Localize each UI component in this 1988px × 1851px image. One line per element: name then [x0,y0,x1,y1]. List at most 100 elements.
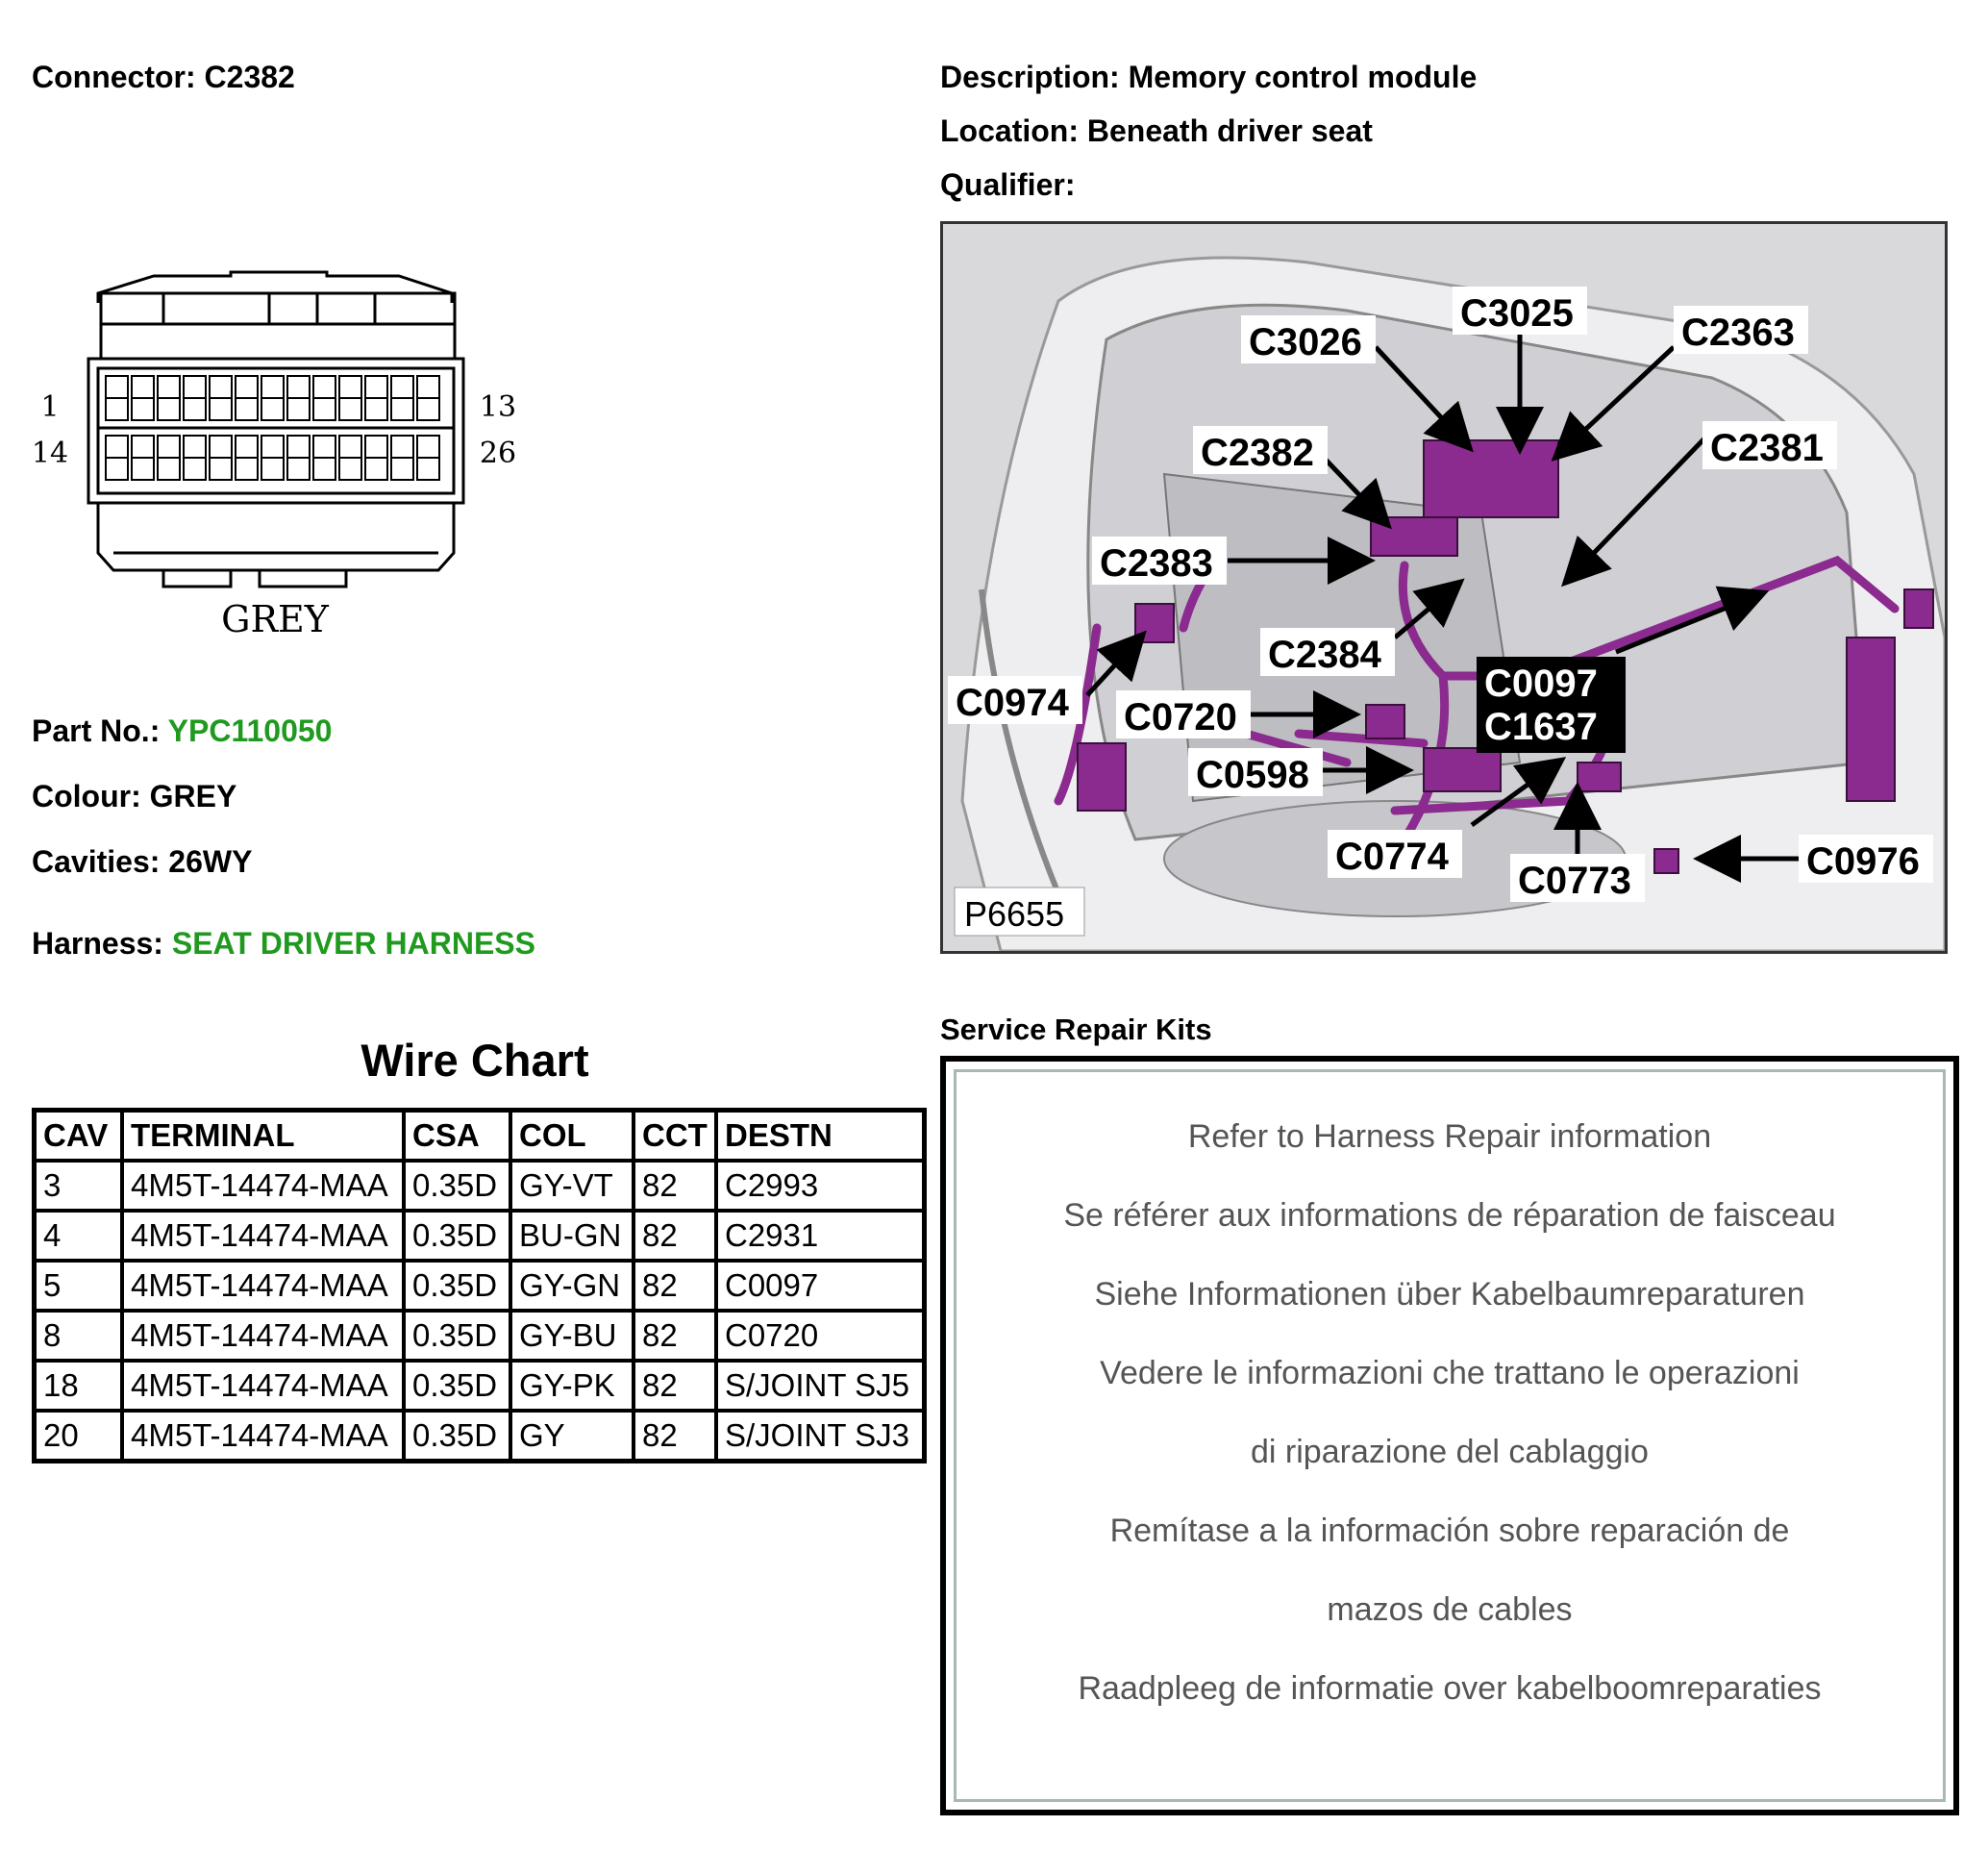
cell-cct: 82 [632,1409,718,1463]
repair-line-de: Siehe Informationen über Kabelbaumrepara… [1094,1276,1805,1313]
cell-terminal: 4M5T-14474-MAA [120,1209,406,1263]
cell-destn: C0097 [714,1259,927,1313]
col-header-terminal: TERMINAL [120,1108,406,1163]
connector-label: Connector: [32,60,196,94]
callout-c0976: C0976 [1806,840,1920,883]
callout-c0720: C0720 [1124,696,1237,738]
table-row: 18 4M5T-14474-MAA 0.35D GY-PK 82 S/JOINT… [32,1359,927,1413]
harness-value[interactable]: SEAT DRIVER HARNESS [171,926,535,961]
repair-line-es-2: mazos de cables [1327,1591,1573,1628]
cell-cav: 5 [32,1259,124,1313]
callout-c3025: C3025 [1460,292,1574,335]
qualifier-row: Qualifier: [940,167,1075,203]
col-header-cct: CCT [632,1108,718,1163]
harness-label: Harness: [32,926,163,961]
part-number-value[interactable]: YPC110050 [167,713,333,748]
pin-label-1: 1 [40,390,59,424]
callout-c0974: C0974 [956,682,1070,724]
wire-chart-header-row: CAV TERMINAL CSA COL CCT DESTN [32,1108,927,1163]
colour-label: Colour: [32,779,141,813]
callout-c2363: C2363 [1681,312,1795,354]
callout-c2384: C2384 [1268,634,1382,676]
callout-c0773: C0773 [1518,860,1631,902]
cell-col: GY-PK [509,1359,635,1413]
cell-cav: 4 [32,1209,124,1263]
cell-col: GY-GN [509,1259,635,1313]
cell-cct: 82 [632,1359,718,1413]
cell-cav: 18 [32,1359,124,1413]
repair-line-en: Refer to Harness Repair information [1187,1118,1712,1155]
wire-chart-table: CAV TERMINAL CSA COL CCT DESTN 3 4M5T-14… [32,1108,927,1463]
table-row: 4 4M5T-14474-MAA 0.35D BU-GN 82 C2931 [32,1209,927,1263]
cavities-value: 26WY [168,844,253,879]
location-label: Location: [940,113,1079,148]
cavities-label: Cavities: [32,844,161,879]
description-row: Description: Memory control module [940,60,1477,95]
cavities-row: Cavities: 26WY [32,844,252,880]
callout-c2383: C2383 [1100,542,1213,585]
repair-line-it-1: Vedere le informazioni che trattano le o… [1100,1355,1800,1391]
cell-col: GY-BU [509,1309,635,1363]
cell-destn: S/JOINT SJ3 [714,1409,927,1463]
callout-c2382: C2382 [1201,432,1314,474]
connector-face-drawing: 1 14 13 26 GREY [32,270,516,640]
connector-location-image: C3026 C3025 C2363 C2382 C2381 C2383 C238… [940,221,1948,954]
connector-heading: Connector: C2382 [32,60,295,95]
table-row: 5 4M5T-14474-MAA 0.35D GY-GN 82 C0097 [32,1259,927,1313]
cell-terminal: 4M5T-14474-MAA [120,1409,406,1463]
cell-cct: 82 [632,1209,718,1263]
service-repair-title: Service Repair Kits [940,1013,1212,1046]
part-number-label: Part No.: [32,713,161,748]
cell-csa: 0.35D [402,1159,512,1213]
connector-colour-caption: GREY [221,598,330,640]
col-header-destn: DESTN [714,1108,927,1163]
wire-chart-title: Wire Chart [360,1035,589,1086]
part-number-row: Part No.: YPC110050 [32,713,332,749]
service-repair-inner: Refer to Harness Repair information Se r… [954,1069,1946,1802]
cell-terminal: 4M5T-14474-MAA [120,1309,406,1363]
cell-col: GY-VT [509,1159,635,1213]
cell-cct: 82 [632,1159,718,1213]
callout-c3026: C3026 [1249,321,1362,363]
cell-csa: 0.35D [402,1359,512,1413]
description-value: Memory control module [1128,60,1478,94]
service-repair-box: Refer to Harness Repair information Se r… [940,1056,1959,1815]
cell-terminal: 4M5T-14474-MAA [120,1259,406,1313]
cell-cav: 20 [32,1409,124,1463]
cell-terminal: 4M5T-14474-MAA [120,1159,406,1213]
cell-cct: 82 [632,1309,718,1363]
table-row: 20 4M5T-14474-MAA 0.35D GY 82 S/JOINT SJ… [32,1409,927,1463]
callout-c2381: C2381 [1710,427,1824,469]
cell-cct: 82 [632,1259,718,1313]
cell-terminal: 4M5T-14474-MAA [120,1359,406,1413]
cell-cav: 3 [32,1159,124,1213]
location-value: Beneath driver seat [1086,113,1373,148]
figure-id: P6655 [964,894,1064,934]
cell-col: GY [509,1409,635,1463]
repair-line-fr: Se référer aux informations de réparatio… [1063,1197,1836,1234]
pin-label-26: 26 [480,437,516,470]
table-row: 3 4M5T-14474-MAA 0.35D GY-VT 82 C2993 [32,1159,927,1213]
description-label: Description: [940,60,1120,94]
col-header-col: COL [509,1108,635,1163]
cell-col: BU-GN [509,1209,635,1263]
cell-cav: 8 [32,1309,124,1363]
location-row: Location: Beneath driver seat [940,113,1373,149]
connector-id: C2382 [204,60,295,94]
col-header-csa: CSA [402,1108,512,1163]
repair-line-nl: Raadpleeg de informatie over kabelboomre… [1078,1670,1822,1707]
cell-csa: 0.35D [402,1309,512,1363]
cell-destn: S/JOINT SJ5 [714,1359,927,1413]
colour-row: Colour: GREY [32,779,236,814]
callout-c0774: C0774 [1335,836,1450,878]
pin-label-13: 13 [480,390,516,424]
table-row: 8 4M5T-14474-MAA 0.35D GY-BU 82 C0720 [32,1309,927,1363]
cell-destn: C0720 [714,1309,927,1363]
colour-value: GREY [149,779,237,813]
repair-line-es-1: Remítase a la información sobre reparaci… [1109,1513,1790,1549]
callout-c1637: C1637 [1484,706,1598,748]
callout-c0598: C0598 [1196,754,1309,796]
harness-row: Harness: SEAT DRIVER HARNESS [32,926,535,962]
cell-csa: 0.35D [402,1259,512,1313]
qualifier-label: Qualifier: [940,167,1076,202]
